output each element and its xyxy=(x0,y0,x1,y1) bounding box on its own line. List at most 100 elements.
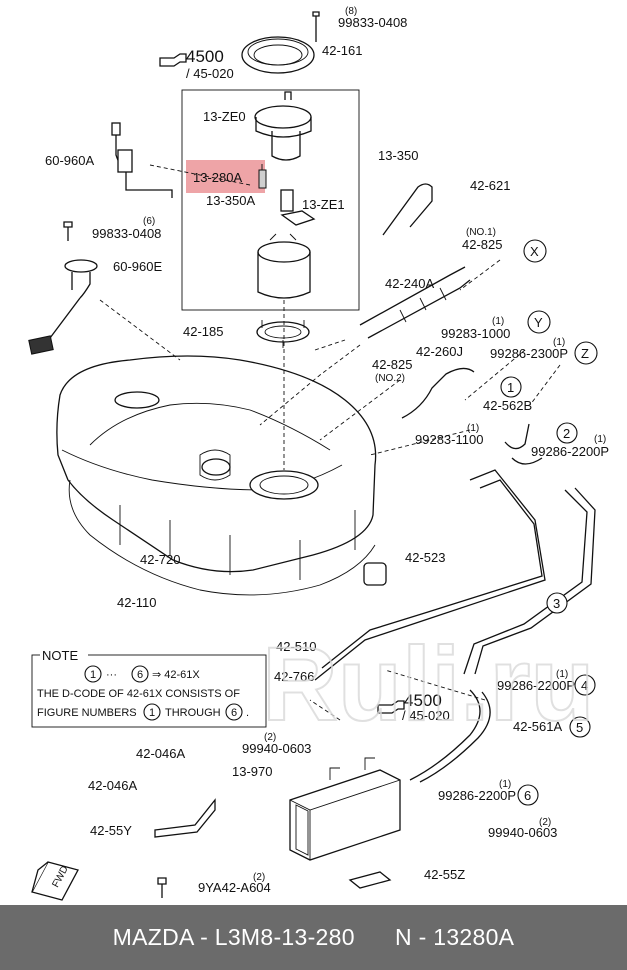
marker-y: Y xyxy=(534,315,543,330)
note-range-from: 1 xyxy=(90,669,96,681)
label-9ya42-a604: 9YA42-A604 xyxy=(198,880,271,895)
highlight-13-280a xyxy=(186,160,265,193)
note-line3-from: 1 xyxy=(149,707,155,719)
note-arrow-target: ⇒ 42-61X xyxy=(152,669,200,681)
label-99940-0603-b-qty: (2) xyxy=(539,817,551,828)
label-99286-2300p-qty: (1) xyxy=(553,337,565,348)
marker-3: 3 xyxy=(553,596,560,611)
bolt-left xyxy=(63,221,73,241)
label-42-046a-top: 42-046A xyxy=(136,746,185,761)
label-42-825-top: 42-825 xyxy=(462,237,502,252)
label-45-020-mid: / 45-020 xyxy=(402,708,450,723)
label-4500-mid: 4500 xyxy=(404,691,442,710)
footer-bar: MAZDA - L3M8-13-280 N - 13280A xyxy=(0,905,627,970)
label-99286-2200p-b-qty: (1) xyxy=(556,669,568,680)
label-13-280a: 13-280A xyxy=(193,170,242,185)
label-4500-top: 4500 xyxy=(186,47,224,66)
label-99283-1000-qty: (1) xyxy=(492,316,504,327)
hose-42-562b xyxy=(504,423,543,465)
label-99283-1100-qty: (1) xyxy=(467,423,479,434)
note-title: NOTE xyxy=(42,648,78,663)
label-42-161: 42-161 xyxy=(322,43,362,58)
filter-parts xyxy=(280,189,316,226)
note-line2: THE D-CODE OF 42-61X CONSISTS OF xyxy=(37,688,240,700)
label-42-046a-left: 42-046A xyxy=(88,778,137,793)
label-42-562b: 42-562B xyxy=(483,398,532,413)
label-9ya42-qty: (2) xyxy=(253,872,265,883)
fwd-arrow-icon: FWD xyxy=(31,861,79,901)
label-99940-0603-b: 99940-0603 xyxy=(488,825,557,840)
fitting-42-720 xyxy=(201,458,231,476)
sender-unit-e xyxy=(28,259,98,355)
label-no1: (NO.1) xyxy=(466,227,496,238)
note-line3-end: . xyxy=(246,707,249,719)
label-42-55y: 42-55Y xyxy=(90,823,132,838)
bolt-9ya42 xyxy=(157,877,167,898)
label-99833-mid-qty: (6) xyxy=(143,216,155,227)
label-42-621: 42-621 xyxy=(470,178,510,193)
label-60-960a: 60-960A xyxy=(45,153,94,168)
fuel-pump-unit xyxy=(254,91,312,161)
marker-z: Z xyxy=(581,346,589,361)
note-range-dots: ··· xyxy=(106,669,117,681)
hose-42-561a xyxy=(409,689,491,783)
label-99940-0603-a: 99940-0603 xyxy=(242,741,311,756)
marker-x: X xyxy=(530,244,539,259)
label-42-260j: 42-260J xyxy=(416,344,463,359)
footer-part-number: MAZDA - L3M8-13-280 N - 13280A xyxy=(112,924,515,950)
dashed-leaders xyxy=(99,164,561,721)
label-99286-2200p-c: 99286-2200P xyxy=(438,788,516,803)
breather-pipe-42-621 xyxy=(382,183,433,236)
note-line3b: THROUGH xyxy=(165,707,221,719)
label-13-970: 13-970 xyxy=(232,764,272,779)
marker-2: 2 xyxy=(563,426,570,441)
top-bolt-ring-group xyxy=(241,11,320,74)
label-42-720: 42-720 xyxy=(140,552,180,567)
label-42-240a: 42-240A xyxy=(385,276,434,291)
marker-1: 1 xyxy=(507,380,514,395)
bracket-42-55y xyxy=(154,798,216,838)
marker-5: 5 xyxy=(576,720,583,735)
note-box: NOTE 1 ··· 6 ⇒ 42-61X THE D-CODE OF 42-6… xyxy=(31,648,267,728)
sender-unit-a xyxy=(111,122,173,198)
label-99833-mid: 99833-0408 xyxy=(92,226,161,241)
fuel-filter-cup xyxy=(257,233,311,299)
filler-hose-42-240a xyxy=(359,266,471,339)
label-42-825-mid: 42-825 xyxy=(372,357,412,372)
label-42-55z: 42-55Z xyxy=(424,867,465,882)
circle-markers: X Y Z 1 2 3 4 5 6 xyxy=(500,239,598,806)
label-42-766: 42-766 xyxy=(274,669,314,684)
part-13-280a xyxy=(258,164,267,189)
note-line3a: FIGURE NUMBERS xyxy=(37,707,137,719)
note-line3-to: 6 xyxy=(231,707,237,719)
label-42-561a: 42-561A xyxy=(513,719,562,734)
label-99283-1000: 99283-1000 xyxy=(441,326,510,341)
label-99833-top-qty: (8) xyxy=(345,6,357,17)
label-99286-2300p: 99286-2300P xyxy=(490,346,568,361)
callout-labels: (8) 99833-0408 42-161 4500 / 45-020 13-Z… xyxy=(45,6,609,895)
label-99286-2200p-a-qty: (1) xyxy=(594,434,606,445)
exploded-parts-diagram: (8) 99833-0408 42-161 4500 / 45-020 13-Z… xyxy=(28,6,609,901)
marker-4: 4 xyxy=(581,678,588,693)
label-13-ze0: 13-ZE0 xyxy=(203,109,246,124)
label-99833-top: 99833-0408 xyxy=(338,15,407,30)
label-99286-2200p-c-qty: (1) xyxy=(499,779,511,790)
label-60-960e: 60-960E xyxy=(113,259,162,274)
note-range-to: 6 xyxy=(137,669,143,681)
label-42-185: 42-185 xyxy=(183,324,223,339)
label-42-510: 42-510 xyxy=(276,639,316,654)
clip-42-523 xyxy=(363,562,387,586)
label-99940-0603-a-qty: (2) xyxy=(264,732,276,743)
label-99286-2200p-a: 99286-2200P xyxy=(531,444,609,459)
label-45-020-top: / 45-020 xyxy=(186,66,234,81)
label-13-ze1: 13-ZE1 xyxy=(302,197,345,212)
ring-42-185 xyxy=(256,320,310,348)
label-42-110: 42-110 xyxy=(117,595,157,610)
bracket-42-55z xyxy=(348,871,392,889)
label-42-523: 42-523 xyxy=(405,550,445,565)
label-99286-2200p-b: 99286-2200P xyxy=(497,678,575,693)
hand-pointer-icon xyxy=(159,53,405,714)
canister-13-970 xyxy=(289,757,401,861)
hose-42-260j xyxy=(401,367,475,419)
marker-6: 6 xyxy=(524,788,531,803)
